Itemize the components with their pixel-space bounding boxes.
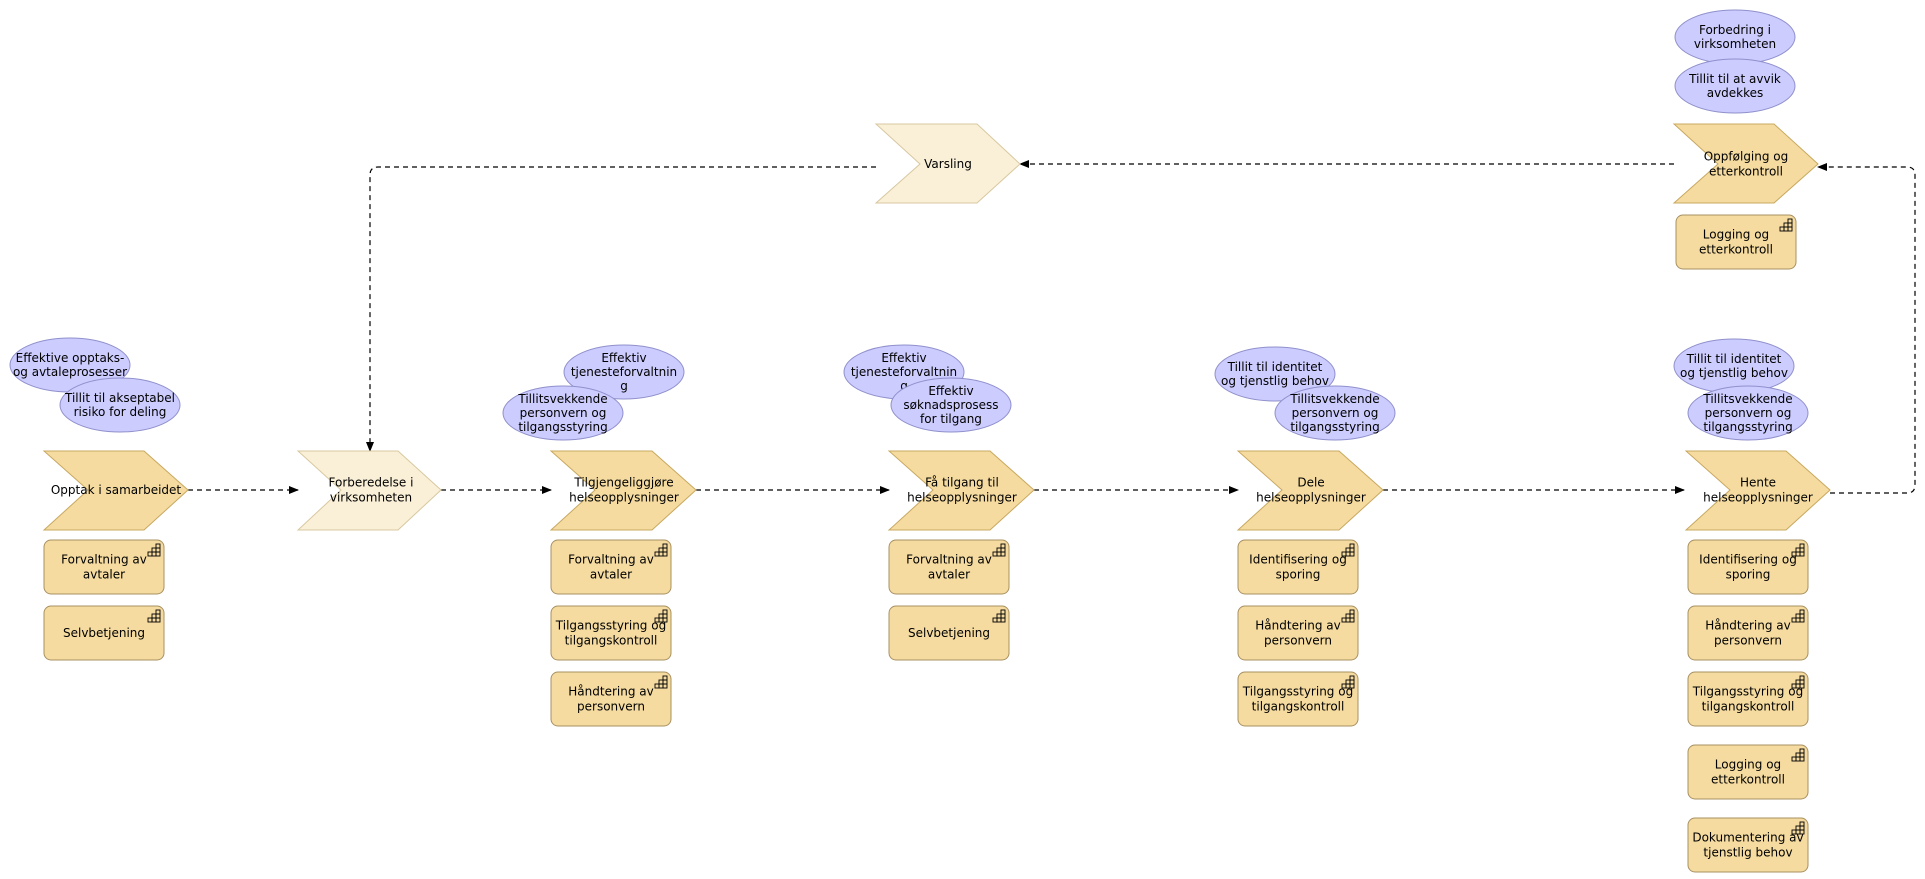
- process-opptak-label: Opptak i samarbeidet: [51, 483, 182, 497]
- process-varsling-label: Varsling: [924, 157, 972, 171]
- capability-icon: [654, 675, 668, 689]
- capability-icon: [1791, 609, 1805, 623]
- capability-icon: [1791, 748, 1805, 762]
- capability-icon: [992, 609, 1006, 623]
- capability-icon: [1791, 821, 1805, 835]
- capability-icon: [992, 543, 1006, 557]
- capability-icon: [147, 609, 161, 623]
- goals-group: Effektive opptaks-og avtaleprosesserTill…: [9, 9, 1809, 441]
- capability-label: Selvbetjening: [908, 626, 990, 640]
- capability-icon: [1341, 543, 1355, 557]
- capability-opptak-2[interactable]: Selvbetjening: [43, 605, 165, 661]
- capability-icon: [1791, 675, 1805, 689]
- process-varsling[interactable]: Varsling: [874, 123, 1021, 204]
- capability-icon: [1779, 218, 1793, 232]
- capability-icon: [1791, 543, 1805, 557]
- capability-label: Selvbetjening: [63, 626, 145, 640]
- capability-icon: [654, 609, 668, 623]
- goal-opptak-1[interactable]: Effektive opptaks-og avtaleprosesser: [9, 337, 131, 393]
- capability-faa-2[interactable]: Selvbetjening: [888, 605, 1010, 661]
- flow-connectors: [188, 160, 1916, 494]
- flow-hente-to-oppfolging: [1817, 163, 1916, 494]
- capability-icon: [147, 543, 161, 557]
- process-opptak[interactable]: Opptak i samarbeidet: [42, 450, 189, 531]
- capability-icon: [654, 543, 668, 557]
- flow-varsling-to-forberedelse: [366, 166, 876, 452]
- capability-icon: [1341, 675, 1355, 689]
- goal-label: Effektive opptaks-og avtaleprosesser: [13, 351, 127, 379]
- capability-icon: [1341, 609, 1355, 623]
